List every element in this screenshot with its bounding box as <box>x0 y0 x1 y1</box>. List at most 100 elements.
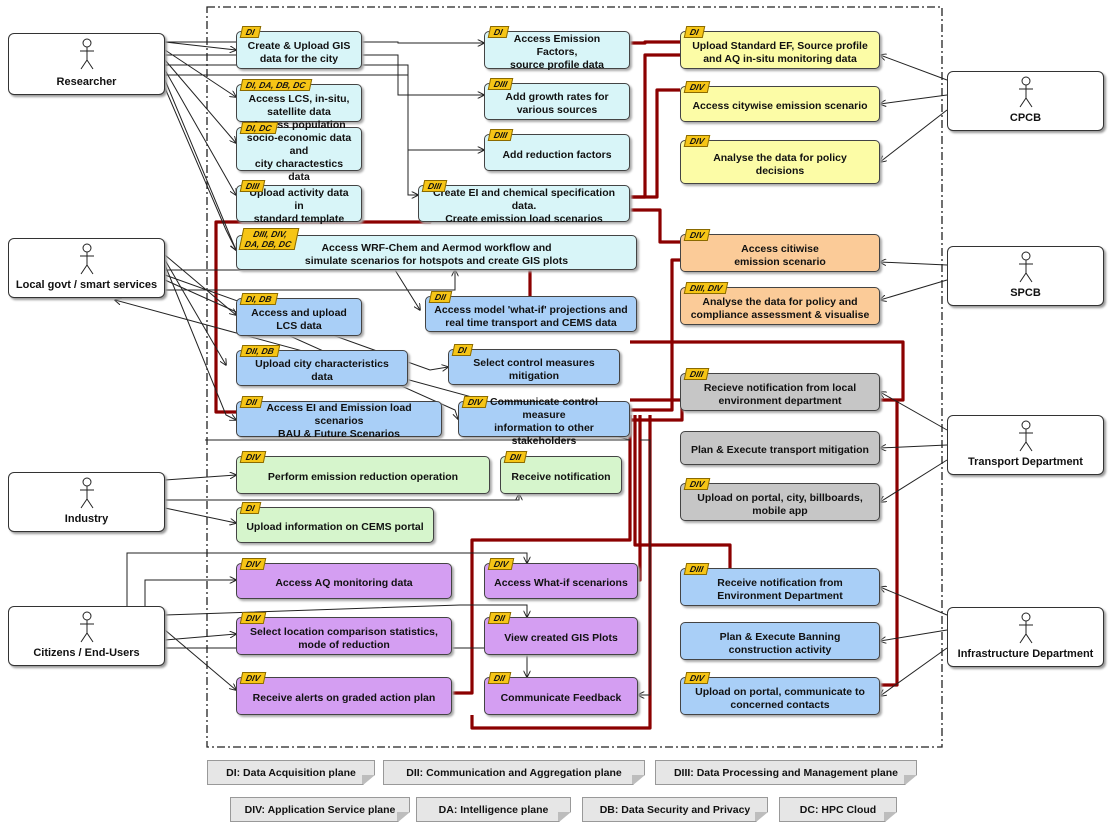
actor-researcher[interactable]: Researcher <box>8 33 165 95</box>
association-arrow <box>144 580 236 606</box>
plane-tag: DI, DA, DB, DC <box>239 79 312 91</box>
use-case-label: Receive notification from Environment De… <box>717 576 843 602</box>
plane-tag: DIV <box>239 451 267 463</box>
use-case-u25[interactable]: Upload Standard EF, Source profile and A… <box>680 26 880 69</box>
plane-tag: DIV <box>461 396 489 408</box>
use-case-u3[interactable]: Access population socio-economic data an… <box>236 119 362 183</box>
use-case-u4[interactable]: Upload activity data in standard templat… <box>236 180 362 225</box>
plane-tag: DII <box>239 396 264 408</box>
use-case-label: Access WRF-Chem and Aermod workflow and … <box>304 242 569 267</box>
use-case-u30[interactable]: Recieve notification from local environm… <box>680 368 880 411</box>
use-case-u31[interactable]: Plan & Execute transport mitigation <box>680 431 880 465</box>
use-case-label: Access citywise emission scenario <box>692 100 868 112</box>
use-case-u9[interactable]: Access WRF-Chem and Aermod workflow and … <box>236 228 637 270</box>
plane-tag: DIII <box>683 368 710 380</box>
use-case-label: Access model 'what-if' projections and r… <box>434 303 628 329</box>
stick-figure-icon <box>79 243 95 280</box>
plane-tag: DII <box>487 672 512 684</box>
actor-cpcb[interactable]: CPCB <box>947 71 1104 131</box>
use-case-label: Access EI and Emission load scenarios BA… <box>266 402 412 440</box>
use-case-u8[interactable]: Create EI and chemical specification dat… <box>418 180 630 225</box>
use-case-label: Analyse the data for policy decisions <box>713 151 847 177</box>
use-case-u12[interactable]: Access EI and Emission load scenarios BA… <box>236 396 442 440</box>
use-case-u29[interactable]: Analyse the data for policy and complian… <box>680 282 880 325</box>
use-case-label: Access LCS, in-situ, satellite data <box>248 92 350 118</box>
association-arrow <box>880 629 948 641</box>
association-arrow <box>880 94 948 104</box>
association-arrow <box>164 59 236 143</box>
legend-item: DC: HPC Cloud <box>779 797 897 822</box>
use-case-label: Upload Standard EF, Source profile and A… <box>692 39 868 65</box>
use-case-u32[interactable]: Upload on portal, city, billboards, mobi… <box>680 478 880 521</box>
plane-tag: DIII <box>239 180 266 192</box>
use-case-label: Access AQ monitoring data <box>275 577 413 589</box>
use-case-label: Access population socio-economic data an… <box>246 119 352 183</box>
actor-name: Infrastructure Department <box>957 648 1094 660</box>
association-arrow <box>164 69 236 195</box>
actor-citizens[interactable]: Citizens / End-Users <box>8 606 165 666</box>
use-case-label: Upload activity data in standard templat… <box>249 186 349 225</box>
actor-transport[interactable]: Transport Department <box>947 415 1104 475</box>
plane-tag: DI <box>487 26 509 38</box>
plane-tag: DII, DB <box>239 345 281 357</box>
legend-item: DI: Data Acquisition plane <box>207 760 375 785</box>
plane-tag: DII <box>487 612 512 624</box>
use-case-u21[interactable]: Select location comparison statistics, m… <box>236 612 452 655</box>
actor-spcb[interactable]: SPCB <box>947 246 1104 306</box>
legend-item: DIII: Data Processing and Management pla… <box>655 760 917 785</box>
plane-tag: DIII <box>487 78 514 90</box>
use-case-label: Select location comparison statistics, m… <box>250 625 438 651</box>
use-case-label: Receive notification <box>511 471 611 483</box>
plane-tag: DI <box>239 502 261 514</box>
stick-figure-icon <box>79 477 95 514</box>
use-case-u34[interactable]: Plan & Execute Banning construction acti… <box>680 622 880 660</box>
use-case-u13[interactable]: Access model 'what-if' projections and r… <box>425 291 637 332</box>
association-arrow <box>165 269 420 310</box>
stick-figure-icon <box>1018 420 1034 457</box>
legend-item: DB: Data Security and Privacy <box>582 797 768 822</box>
association-arrow <box>880 262 948 265</box>
actor-industry[interactable]: Industry <box>8 472 165 532</box>
stick-figure-icon <box>1018 76 1034 113</box>
association-arrow <box>880 459 948 502</box>
actor-infrastructure[interactable]: Infrastructure Department <box>947 607 1104 667</box>
use-case-label: Access Emission Factors, source profile … <box>510 33 604 71</box>
use-case-label: Communicate control measure information … <box>490 395 598 447</box>
use-case-label: Receive alerts on graded action plan <box>252 692 436 704</box>
association-arrow <box>126 552 527 606</box>
actor-name: SPCB <box>1010 287 1041 299</box>
actor-local-govt[interactable]: Local govt / smart services <box>8 238 165 298</box>
plane-tag: DI, DC <box>239 122 278 134</box>
association-arrow <box>880 392 948 431</box>
use-case-label: Create & Upload GIS data for the city <box>247 39 351 65</box>
use-case-u5[interactable]: Access Emission Factors, source profile … <box>484 26 630 71</box>
use-case-u33[interactable]: Receive notification from Environment De… <box>680 563 880 606</box>
use-case-u35[interactable]: Upload on portal, communicate to concern… <box>680 672 880 715</box>
plane-tag: DI <box>683 26 705 38</box>
legend-item: DA: Intelligence plane <box>416 797 571 822</box>
legend-item: DIV: Application Service plane <box>230 797 410 822</box>
use-case-label: Plan & Execute Banning construction acti… <box>719 630 841 656</box>
use-case-u15[interactable]: Communicate control measure information … <box>458 396 630 447</box>
association-arrow <box>164 254 236 315</box>
actor-name: Local govt / smart services <box>15 279 158 291</box>
